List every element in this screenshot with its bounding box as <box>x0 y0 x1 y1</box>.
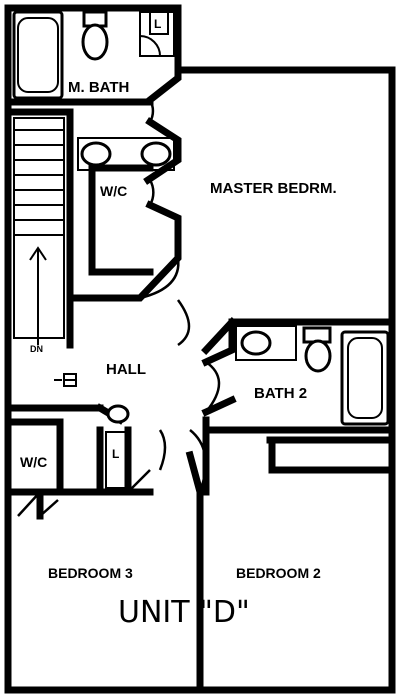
stair-down-marker: DN <box>30 344 43 354</box>
linen-marker-1: L <box>154 17 161 31</box>
room-label-wic-master: W/C <box>100 183 127 199</box>
bath2-fixtures <box>235 325 390 426</box>
linen-closet-1 <box>149 11 169 35</box>
door-swings <box>17 99 221 517</box>
room-label-hall: HALL <box>106 361 146 378</box>
room-label-master-bedroom: MASTER BEDRM. <box>210 180 337 197</box>
linen-closet-2 <box>105 431 127 489</box>
room-label-bedroom-3: BEDROOM 3 <box>48 565 133 581</box>
room-label-wic-bedroom3: W/C <box>20 454 47 470</box>
master-bath-fixtures <box>12 10 175 171</box>
room-label-m-bath: M. BATH <box>68 79 129 96</box>
linen-marker-2: L <box>112 447 119 461</box>
staircase <box>13 117 65 345</box>
thermostat-icon <box>54 373 77 387</box>
exterior-walls <box>4 4 396 694</box>
water-heater <box>106 404 130 424</box>
room-label-bath-2: BATH 2 <box>254 385 307 402</box>
unit-title: UNIT "D" <box>118 595 250 630</box>
room-label-bedroom-2: BEDROOM 2 <box>236 565 321 581</box>
